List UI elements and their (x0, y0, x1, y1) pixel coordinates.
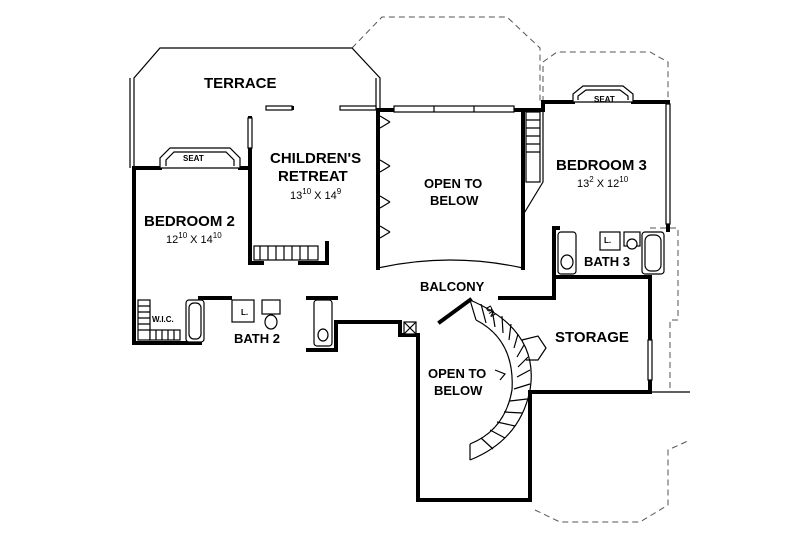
windows (247, 103, 671, 381)
open-lower-line1: OPEN TO (428, 366, 486, 381)
closet-shelving (137, 110, 544, 341)
seat-right (572, 85, 634, 103)
open-upper-edge (377, 259, 524, 269)
stair-dn-label: DN (484, 304, 498, 319)
column-box (403, 321, 417, 335)
door-swings (379, 115, 391, 239)
bedroom2-name: BEDROOM 2 (144, 213, 235, 230)
bedroom3-name: BEDROOM 3 (556, 157, 647, 174)
seat-right-label: SEAT (594, 95, 615, 104)
bath2-label: BATH 2 (234, 331, 280, 346)
curved-staircase (469, 299, 547, 461)
childrens-retreat-name-2: RETREAT (278, 168, 348, 185)
linen-label-2: L. (604, 236, 611, 245)
childrens-retreat-name-1: CHILDREN'S (270, 150, 361, 167)
balcony-label: BALCONY (420, 279, 485, 294)
wic-label: W.I.C. (152, 315, 174, 324)
open-upper-line2: BELOW (430, 193, 479, 208)
open-upper-line1: OPEN TO (424, 176, 482, 191)
open-lower-line2: BELOW (434, 383, 483, 398)
seat-left (159, 147, 241, 169)
storage-label: STORAGE (555, 329, 629, 346)
bath3-label: BATH 3 (584, 254, 630, 269)
linen-label-1: L. (241, 308, 248, 317)
terrace-label: TERRACE (204, 75, 277, 92)
bath2-fixtures (185, 299, 333, 347)
seat-left-label: SEAT (183, 154, 204, 163)
bath3-fixtures (557, 231, 665, 275)
terrace-railing (129, 47, 381, 168)
